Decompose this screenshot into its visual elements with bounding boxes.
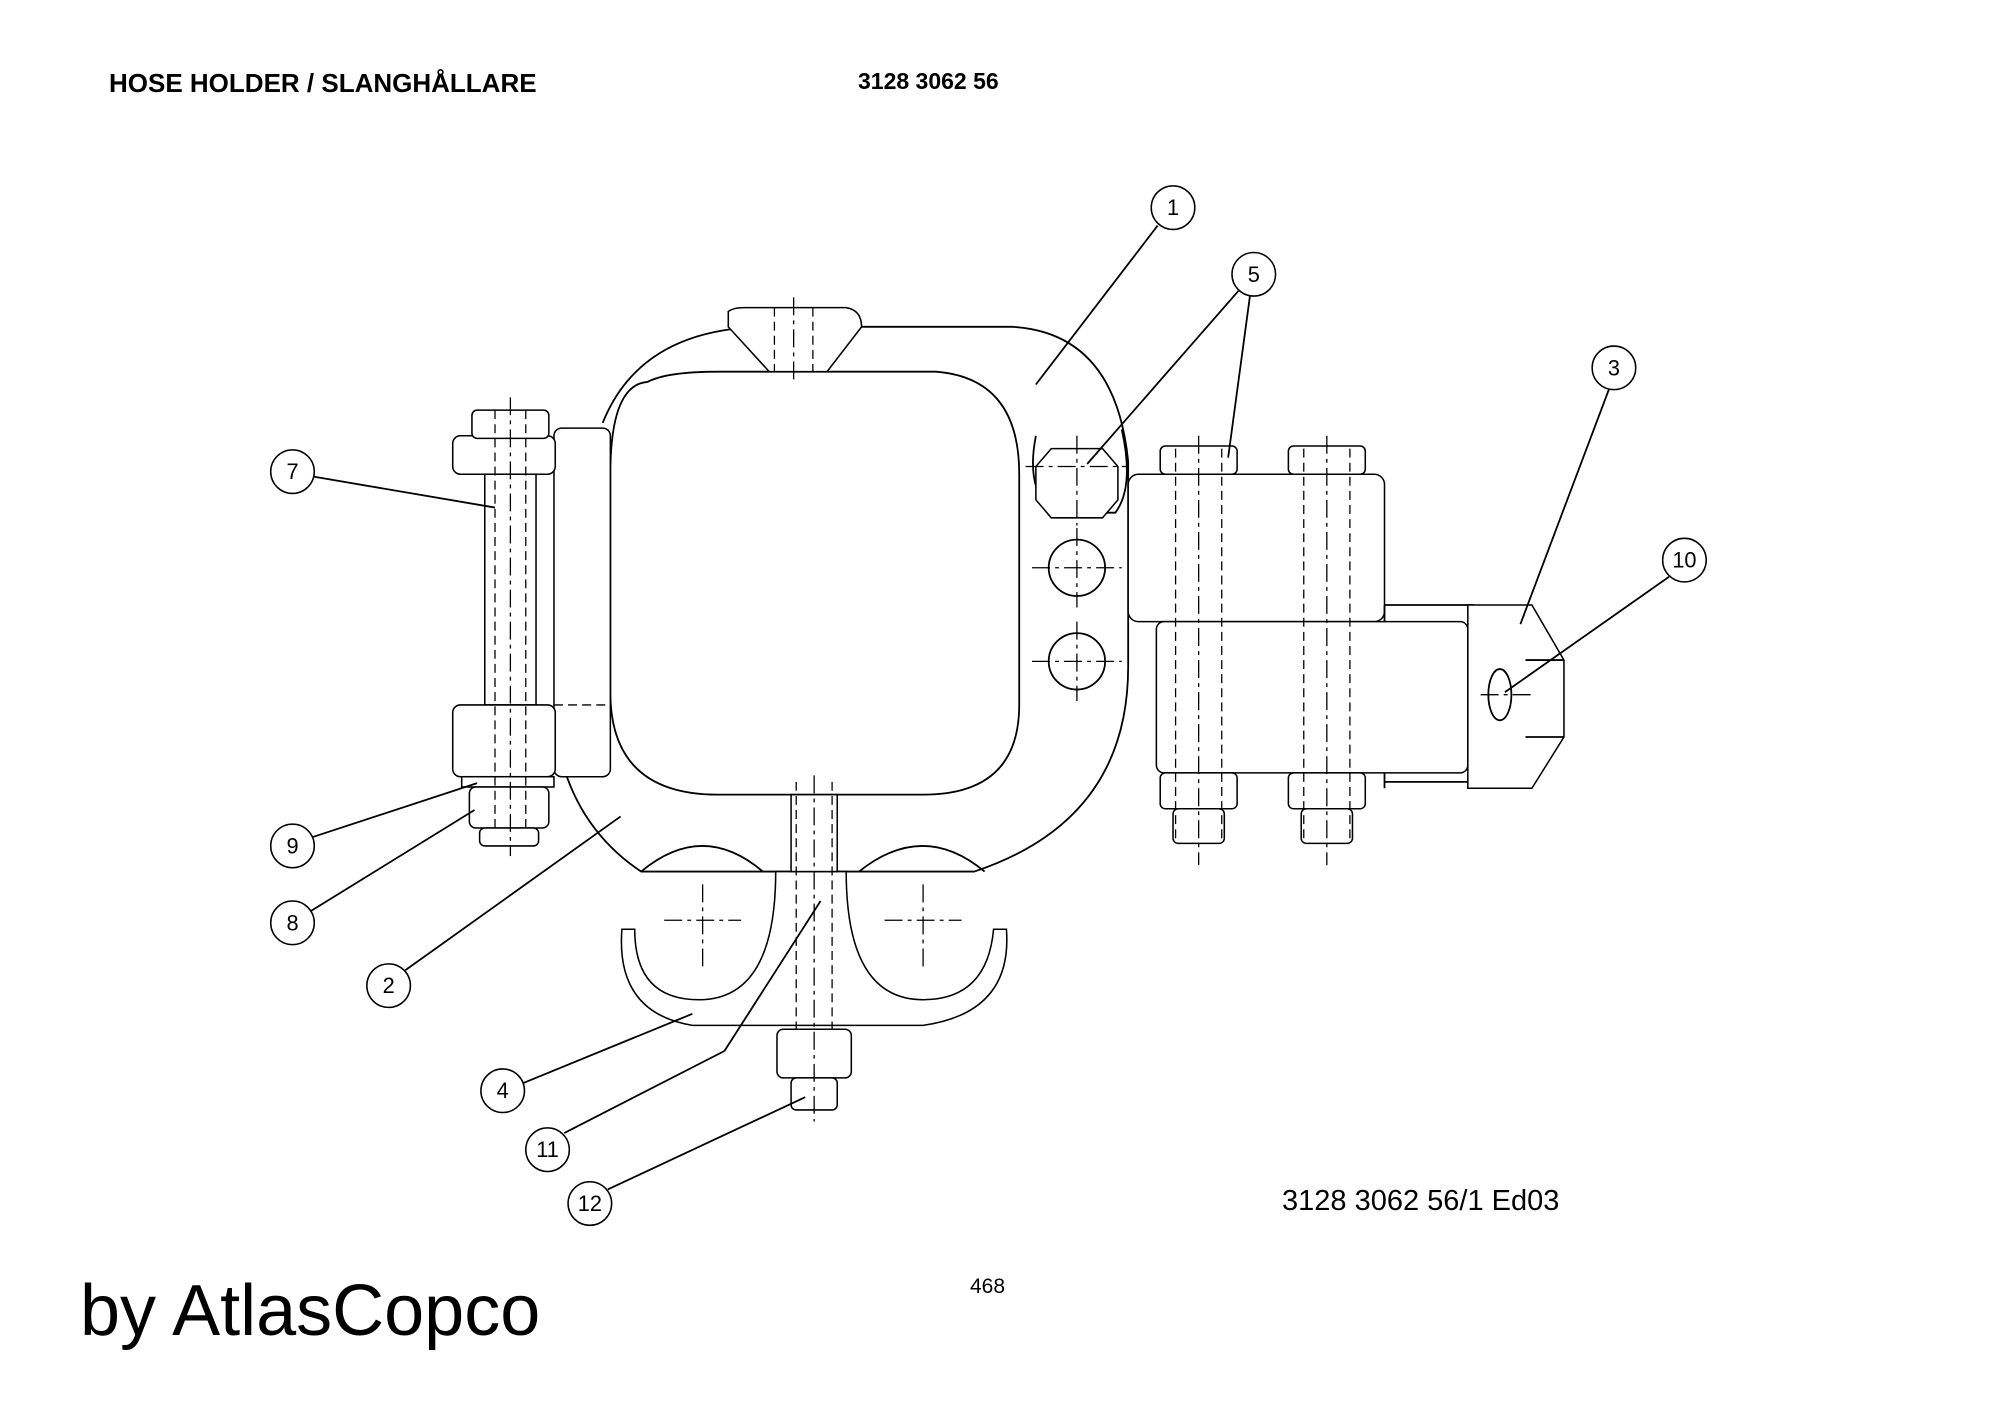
- callout-11: 11: [525, 1127, 571, 1173]
- top-boss: [727, 306, 863, 373]
- callout-4: 4: [480, 1068, 526, 1114]
- svg-text:10: 10: [1672, 548, 1696, 573]
- svg-text:5: 5: [1248, 262, 1260, 287]
- callout-3: 3: [1591, 345, 1637, 391]
- drawing-reference: 3128 3062 56/1 Ed03: [1282, 1185, 1560, 1217]
- svg-text:2: 2: [383, 973, 395, 998]
- svg-text:12: 12: [578, 1191, 602, 1216]
- upper-block: [1127, 473, 1386, 623]
- callout-10: 10: [1661, 537, 1707, 583]
- leader-lines: [309, 225, 1670, 1191]
- brand-text: by AtlasCopco: [80, 1271, 541, 1351]
- svg-text:9: 9: [286, 833, 298, 858]
- callout-2: 2: [366, 963, 412, 1009]
- callout-7: 7: [269, 449, 316, 495]
- callout-9: 9: [269, 823, 316, 869]
- svg-text:4: 4: [497, 1078, 509, 1103]
- page-title: HOSE HOLDER / SLANGHÅLLARE: [109, 68, 537, 98]
- clamp-body: [553, 325, 1130, 873]
- callout-8: 8: [269, 900, 316, 946]
- clamp-opening: [609, 370, 1021, 796]
- svg-text:7: 7: [286, 459, 298, 484]
- svg-text:8: 8: [286, 910, 298, 935]
- callout-12: 12: [567, 1180, 613, 1227]
- page-number: 468: [970, 1275, 1006, 1298]
- callout-1: 1: [1150, 185, 1196, 231]
- part-number: 3128 3062 56: [858, 68, 999, 94]
- lower-block: [1155, 620, 1469, 774]
- left-bar: [553, 427, 612, 778]
- svg-text:11: 11: [536, 1137, 559, 1162]
- callout-5: 5: [1231, 251, 1277, 297]
- svg-text:1: 1: [1167, 195, 1179, 220]
- svg-text:3: 3: [1608, 355, 1620, 380]
- hex-nut-3: [1467, 604, 1565, 790]
